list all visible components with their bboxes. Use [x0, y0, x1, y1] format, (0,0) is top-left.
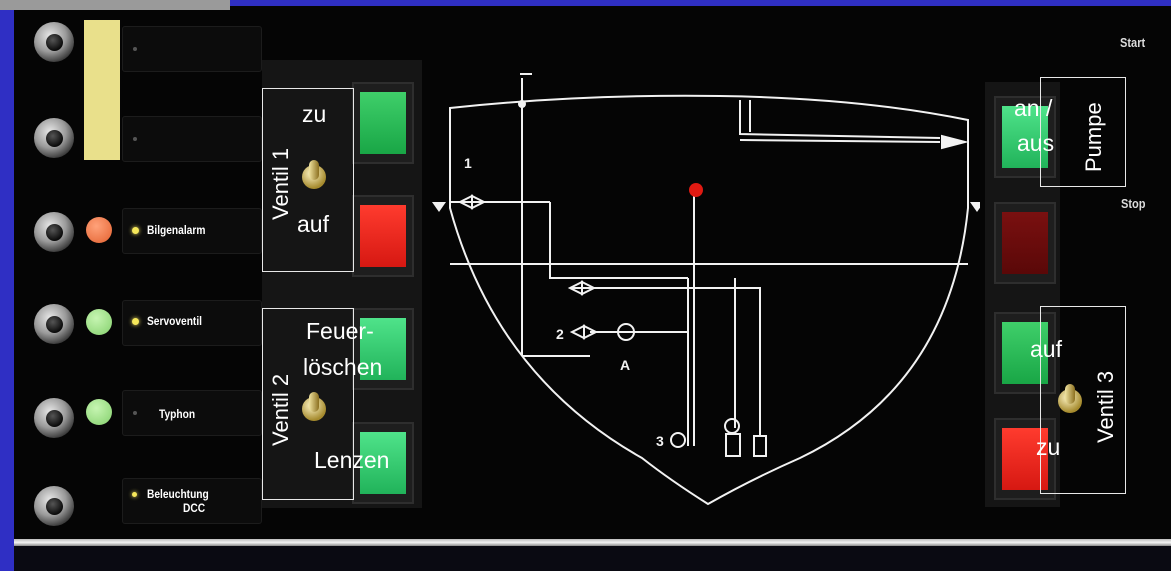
- waterline-marks: [432, 202, 980, 212]
- diagram-label-3: 3: [656, 433, 664, 449]
- valve1-auf-button[interactable]: [352, 195, 414, 277]
- bilgenalarm-button[interactable]: [34, 212, 74, 252]
- bilgenalarm-lamp: [86, 217, 112, 243]
- panel-bottom-rail: [14, 539, 1171, 546]
- valve1-title: Ventil 1: [268, 147, 293, 220]
- valve2-loeschen-label: löschen: [303, 354, 383, 380]
- valve3-auf-label: auf: [1030, 336, 1062, 362]
- push-button-1[interactable]: [34, 22, 74, 62]
- beleuchtung-button[interactable]: [34, 486, 74, 526]
- servoventil-lamp: [86, 309, 112, 335]
- label-box-2: [122, 116, 262, 162]
- diagram-label-1: 1: [464, 155, 472, 171]
- pump-arrow: [739, 134, 969, 150]
- led-servoventil: [132, 318, 139, 325]
- valve2-lenzen-label: Lenzen: [314, 447, 390, 473]
- label-box-1: [122, 26, 262, 72]
- servoventil-label: Servoventil: [147, 314, 202, 328]
- pump-an-label: an /: [1014, 95, 1053, 121]
- servoventil-button[interactable]: [34, 304, 74, 344]
- valve3-zu-label: zu: [1036, 434, 1061, 460]
- pump-title: Pumpe: [1081, 102, 1106, 172]
- valve1-toggle-switch[interactable]: [300, 160, 330, 194]
- pipework: [450, 73, 968, 446]
- valve3-title: Ventil 3: [1093, 370, 1118, 443]
- led-1: [133, 47, 137, 51]
- valve2-frame: [262, 308, 354, 500]
- left-border: [0, 0, 14, 571]
- typhon-label: Typhon: [159, 407, 196, 421]
- hull-piping-diagram: 1 2 3 A: [432, 73, 980, 506]
- label-box-bilgenalarm: Bilgenalarm: [122, 208, 262, 254]
- pump-aus-label: aus: [1017, 130, 1055, 156]
- valve1-zu-label: zu: [302, 101, 327, 127]
- panel-bottom-edge: [14, 546, 1171, 571]
- label-box-beleuchtung: Beleuchtung DCC: [122, 478, 262, 524]
- stop-label: Stop: [1121, 196, 1146, 211]
- junction-dot: [518, 100, 526, 108]
- valve3-toggle-switch[interactable]: [1056, 384, 1086, 418]
- top-frame-strip: [0, 0, 230, 10]
- diagram-label-a: A: [620, 357, 630, 373]
- indicator-strip: [84, 20, 120, 160]
- valve1-frame: [262, 88, 354, 272]
- hull-outline: [449, 94, 969, 506]
- label-box-servoventil: Servoventil: [122, 300, 262, 346]
- led-2: [133, 137, 137, 141]
- valve1-zu-button[interactable]: [352, 82, 414, 164]
- typhon-lamp: [86, 399, 112, 425]
- led-bilgenalarm: [132, 227, 139, 234]
- led-typhon: [133, 411, 137, 415]
- valve-symbols: [457, 194, 767, 457]
- beleuchtung-label: Beleuchtung: [147, 487, 209, 501]
- led-beleuchtung: [132, 492, 137, 497]
- valve3-frame: [1040, 306, 1126, 494]
- pump-stop-button[interactable]: [994, 202, 1056, 284]
- bilgenalarm-label: Bilgenalarm: [147, 223, 206, 237]
- label-box-typhon: Typhon: [122, 390, 262, 436]
- valve2-toggle-switch[interactable]: [300, 392, 330, 426]
- diagram-label-2: 2: [556, 326, 564, 342]
- typhon-button[interactable]: [34, 398, 74, 438]
- pump-frame: [1040, 77, 1126, 187]
- bilge-sensor-lamp: [689, 183, 703, 197]
- beleuchtung-sublabel: DCC: [183, 501, 206, 515]
- valve2-feuer-label: Feuer-: [306, 318, 374, 344]
- start-label: Start: [1120, 35, 1146, 50]
- valve1-auf-label: auf: [297, 211, 329, 237]
- valve2-title: Ventil 2: [268, 373, 293, 446]
- push-button-2[interactable]: [34, 118, 74, 158]
